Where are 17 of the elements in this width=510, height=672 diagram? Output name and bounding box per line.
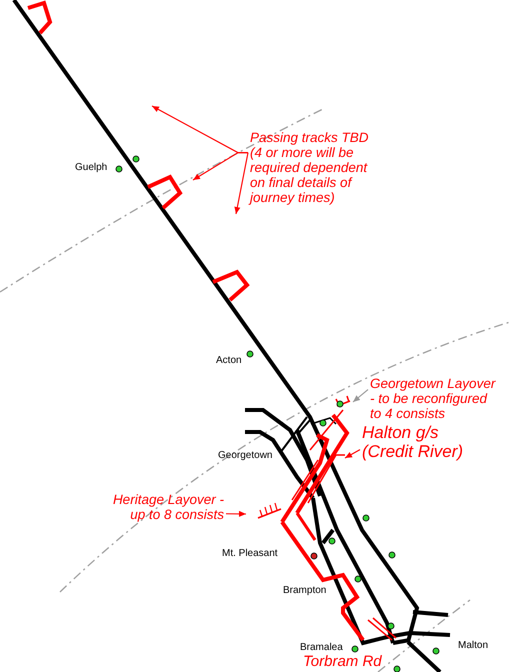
annotation-note: Passing tracks TBD (4 or more will be required dependent on final details of journey times)	[250, 130, 372, 206]
station-label: Malton	[458, 640, 488, 651]
leader-arrow	[226, 510, 246, 517]
station-label: Guelph	[75, 162, 108, 173]
leader-arrow	[234, 152, 249, 214]
station-label: Acton	[216, 355, 242, 366]
leader-arrow	[352, 389, 368, 402]
road-label: Torbram Rd	[303, 653, 382, 670]
annotation-note: Heritage Layover - up to 8 consists	[112, 492, 224, 522]
station-label: Brampton	[283, 585, 326, 596]
annotation-note: Georgetown Layover - to be reconfigured to 4 consists	[370, 376, 498, 422]
leader-arrow	[344, 449, 360, 458]
annotation-note: Halton g/s (Credit River)	[362, 423, 477, 462]
station-label: Mt. Pleasant	[222, 548, 278, 559]
station-label: Georgetown	[218, 450, 272, 461]
station-label: Bramalea	[300, 642, 343, 653]
leader-arrow	[192, 152, 248, 180]
